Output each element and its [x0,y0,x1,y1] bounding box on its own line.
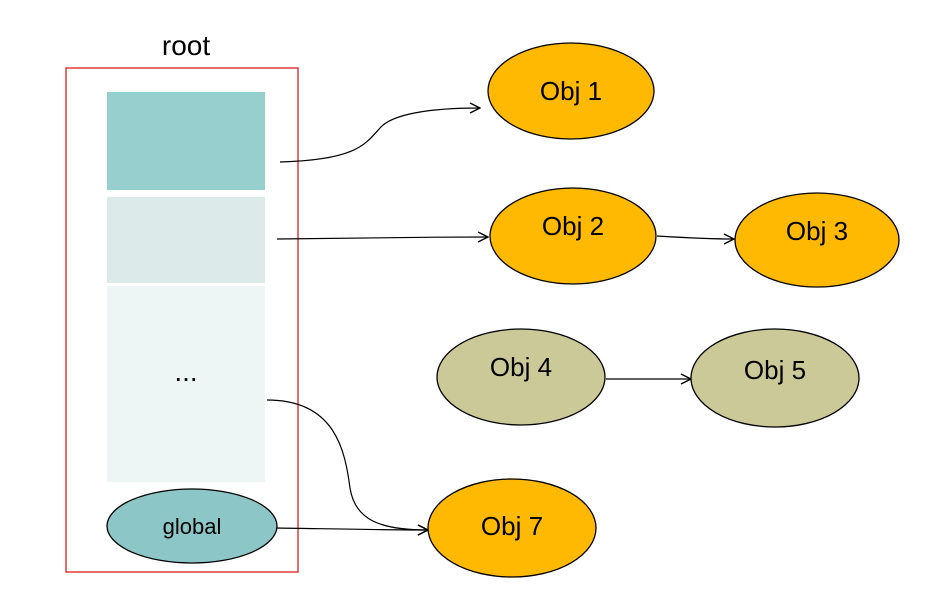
obj3-label: Obj 3 [786,216,848,246]
obj4-node: Obj 4 [436,328,606,426]
global-node [106,488,278,564]
obj1-ellipse [487,42,655,140]
global-label: global [163,514,222,539]
obj7-ellipse [427,478,597,578]
obj2-node: Obj 2 [489,187,657,285]
edge-slot3-to-obj7 [266,399,428,530]
obj7-label: Obj 7 [481,511,543,541]
obj2-ellipse [489,187,657,285]
edge-obj2-to-obj3 [656,236,734,239]
obj7-node: Obj 7 [427,478,597,578]
edge-global-to-obj7 [276,528,428,530]
obj4-label: Obj 4 [490,352,552,382]
obj3-ellipse [734,192,900,288]
root-container [65,67,299,573]
root-label: root [162,30,210,61]
obj3-node: Obj 3 [734,192,900,288]
root-slot-1 [107,92,265,190]
obj1-label: Obj 1 [540,76,602,106]
obj5-label: Obj 5 [744,355,806,385]
edge-slot2-to-obj2 [276,237,488,239]
obj2-label: Obj 2 [542,211,604,241]
obj5-node: Obj 5 [690,328,860,428]
obj5-ellipse [690,328,860,428]
obj4-ellipse [436,328,606,426]
root-slot-3-label: ... [174,356,197,387]
root-slot-3 [107,286,265,482]
edge-slot1-to-obj1 [279,108,480,163]
obj1-node: Obj 1 [487,42,655,140]
root-slot-2 [107,197,265,283]
